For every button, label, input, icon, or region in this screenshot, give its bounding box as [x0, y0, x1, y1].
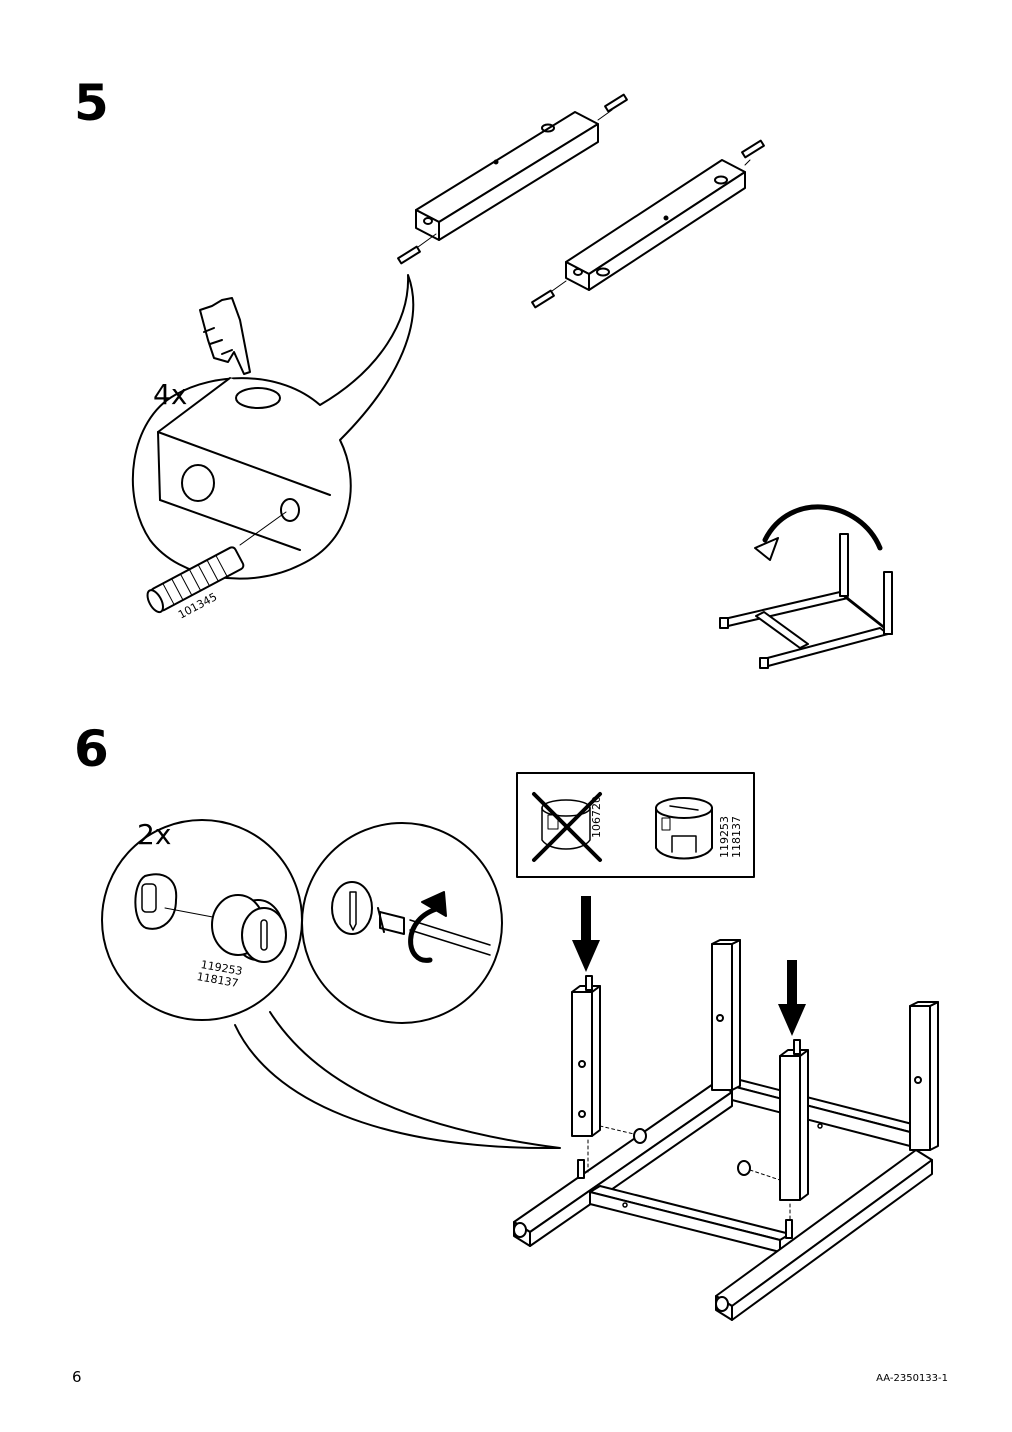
- step-6-detail-bubble-cam: [101, 819, 561, 1150]
- legend-correct-part-number-2: 118137: [730, 816, 743, 858]
- cross-out-icon: [532, 792, 602, 862]
- rail-1: [397, 93, 628, 265]
- correct-part: [655, 797, 713, 860]
- rail-2: [531, 139, 765, 309]
- step-5-number: 5: [74, 74, 109, 132]
- down-arrow-icon: [572, 896, 806, 1036]
- step-6-detail-bubble-screwdriver: [301, 822, 503, 1024]
- rotate-arrow-icon: [754, 504, 883, 561]
- document-id: AA-2350133-1: [876, 1373, 948, 1384]
- hand-pointing-icon: [199, 297, 251, 375]
- step-6-number: 6: [74, 720, 109, 778]
- screwdriver-icon: [377, 907, 491, 956]
- step-6-quantity: 2x: [137, 818, 172, 851]
- table-frame: [513, 939, 939, 1321]
- legend-box: [516, 772, 755, 878]
- table-legs: [571, 975, 809, 1239]
- legend-wrong-part-number: 106720: [590, 796, 603, 838]
- step-5-quantity: 4x: [153, 378, 188, 411]
- page-number: 6: [72, 1368, 82, 1386]
- flipped-frame: [719, 533, 893, 669]
- step-5-detail-bubble: [131, 274, 415, 614]
